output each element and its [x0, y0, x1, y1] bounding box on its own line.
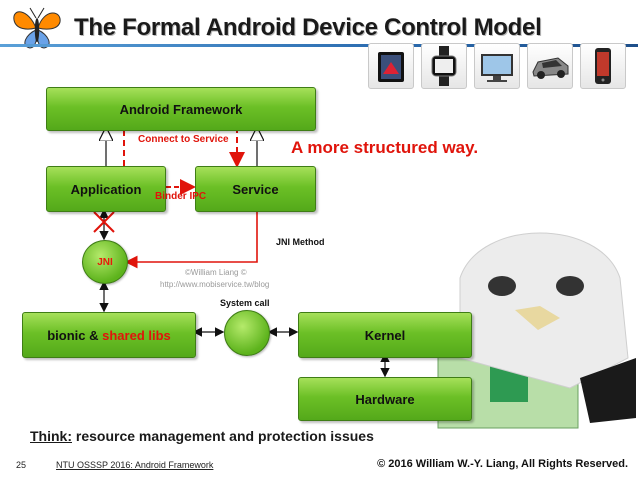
bionic-prefix: bionic & [47, 327, 103, 343]
page-title: The Formal Android Device Control Model [74, 14, 542, 41]
think-text: resource management and protection issue… [72, 428, 374, 444]
system-call-node [224, 310, 270, 356]
title-divider [0, 44, 638, 47]
tv-icon [474, 43, 520, 89]
android-framework-box: Android Framework [46, 87, 316, 131]
think-statement: Think: resource management and protectio… [30, 428, 374, 444]
bionic-box: bionic & shared libs [22, 312, 196, 358]
shared-libs-label: shared libs [102, 327, 171, 343]
watermark-line-2: http://www.mobiservice.tw/blog [160, 280, 270, 289]
binder-ipc-label: Binder IPC [155, 191, 207, 202]
page-number: 25 [16, 460, 27, 470]
connect-to-service-label: Connect to Service [138, 134, 229, 145]
car-icon [527, 43, 573, 89]
bionic-label: bionic & shared libs [47, 328, 171, 343]
think-label: Think: [30, 428, 72, 444]
butterfly-logo-icon [8, 4, 66, 52]
hardware-label: Hardware [355, 391, 415, 407]
kernel-box: Kernel [298, 312, 472, 358]
application-label: Application [70, 181, 142, 197]
system-call-label: System call [220, 298, 270, 308]
device-icon-strip [368, 43, 626, 89]
service-label: Service [232, 181, 279, 197]
service-box: Service [195, 166, 316, 212]
android-framework-label: Android Framework [119, 101, 243, 117]
jni-node: JNI [82, 240, 128, 284]
course-link[interactable]: NTU OSSSP 2016: Android Framework [56, 460, 214, 470]
copyright-notice: © 2016 William W.-Y. Liang, All Rights R… [377, 458, 628, 470]
kernel-label: Kernel [364, 327, 406, 343]
application-box: Application [46, 166, 166, 212]
smartwatch-icon [421, 43, 467, 89]
hardware-box: Hardware [298, 377, 472, 421]
structured-way-label: A more structured way. [291, 138, 479, 157]
tablet-icon [368, 43, 414, 89]
jni-label: JNI [97, 256, 113, 268]
watermark-line-1: ©William Liang © [185, 268, 247, 277]
jni-method-label: JNI Method [276, 237, 325, 247]
phone-icon [580, 43, 626, 89]
